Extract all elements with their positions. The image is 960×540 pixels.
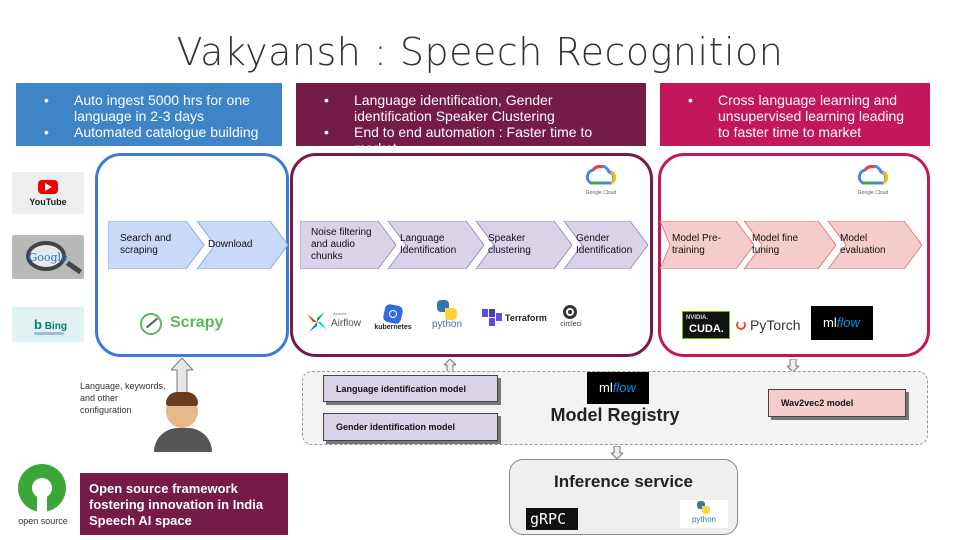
bing-label: b Bing: [34, 317, 67, 332]
step-search-scraping: Search and scraping: [120, 233, 172, 256]
stage2-chevrons: [300, 221, 649, 269]
google-search-icon: Google: [12, 235, 84, 279]
google-label: Google: [28, 251, 68, 264]
banner-item: End to end automation : Faster time to m…: [324, 124, 634, 156]
google-cloud-icon: Google Cloud: [855, 164, 891, 201]
banner-item: Language identification, Gender identifi…: [324, 92, 634, 124]
step-language-identification: Language Identification: [400, 233, 457, 256]
banner-ingest: Auto ingest 5000 hrs for one language in…: [16, 83, 282, 146]
arrow-down-icon: [611, 446, 623, 459]
inference-service-title: Inference service: [554, 472, 693, 491]
youtube-icon: YouTube: [12, 172, 84, 214]
step-speaker-clustering: Speaker clustering: [488, 233, 531, 256]
python-logo: python: [680, 500, 728, 528]
open-source-label: open source: [18, 516, 68, 526]
wav2vec2-model[interactable]: Wav2vec2 model: [768, 389, 906, 417]
step-model-finetuning: Model fine tuning: [752, 233, 799, 256]
python-logo: python: [427, 298, 467, 334]
chevron-shape: [475, 221, 573, 269]
arrow-up-icon: [444, 359, 456, 372]
chevron-shape: [563, 221, 649, 269]
chevron-shape: [827, 221, 923, 269]
google-cloud-label: Google Cloud: [857, 190, 889, 196]
airflow-logo: Apache Airflow: [307, 310, 367, 334]
stage1-chevrons: [108, 221, 288, 269]
step-noise-filtering: Noise filtering and audio chunks: [311, 227, 372, 262]
config-caption: Language, keywords, and other configurat…: [80, 381, 166, 415]
pytorch-logo: PyTorch: [736, 316, 808, 336]
chevron-shape: [743, 221, 837, 269]
scrapy-label: Scrapy: [170, 314, 224, 331]
step-gender-identification: Gender Identification: [576, 233, 633, 256]
step-model-pretraining: Model Pre-training: [672, 233, 721, 256]
circleci-logo: circleci: [555, 305, 589, 333]
youtube-label: YouTube: [29, 197, 67, 207]
bing-icon: b Bing: [12, 307, 84, 342]
gender-identification-model[interactable]: Gender identification model: [323, 413, 498, 441]
step-model-evaluation: Model evaluation: [840, 233, 886, 256]
google-cloud-label: Google Cloud: [585, 190, 617, 196]
chevron-shape: [300, 221, 397, 269]
mlflow-logo: mlflow: [587, 372, 649, 404]
chevron-shape: [108, 221, 205, 269]
arrow-down-icon: [787, 359, 799, 372]
chevron-shape: [660, 221, 755, 269]
open-source-banner: Open source framework fostering innovati…: [80, 473, 288, 535]
model-registry-title: Model Registry: [550, 405, 680, 425]
arrow-up-icon: [171, 358, 193, 394]
stage3-chevrons: [660, 221, 923, 269]
banner-item: Automated catalogue building: [44, 124, 270, 140]
nvidia-cuda-logo: NVIDIA. CUDA.: [682, 311, 730, 339]
user-avatar-icon: [152, 392, 214, 454]
banner-item: Auto ingest 5000 hrs for one language in…: [44, 92, 270, 124]
page-title: Vakyansh : Speech Recognition: [176, 30, 784, 74]
grpc-logo: gRPC: [526, 508, 578, 530]
open-source-logo: open source: [10, 462, 76, 532]
scrapy-logo: Scrapy: [140, 311, 260, 339]
google-cloud-icon: Google Cloud: [583, 164, 619, 201]
chevron-shape: [196, 221, 288, 269]
kubernetes-logo: kubernetes: [372, 303, 414, 335]
banner-item: Cross language learning and unsupervised…: [688, 92, 918, 140]
banner-training: Cross language learning and unsupervised…: [660, 83, 930, 146]
language-identification-model[interactable]: Language identification model: [323, 375, 498, 402]
chevron-shape: [387, 221, 485, 269]
mlflow-logo: mlflow: [811, 306, 873, 340]
terraform-logo: Terraform: [482, 307, 548, 331]
banner-processing: Language identification, Gender identifi…: [296, 83, 646, 156]
step-download: Download: [208, 239, 253, 250]
